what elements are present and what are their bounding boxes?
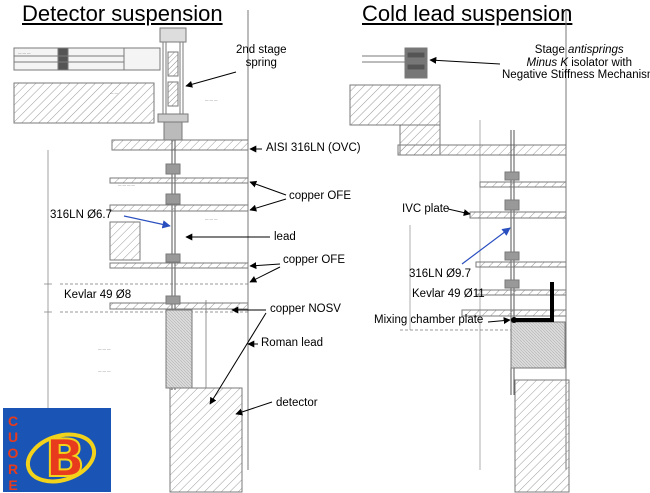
label-ivc-plate: IVC plate: [402, 203, 450, 215]
label-316ln-rod-left: 316LN Ø6.7: [50, 209, 113, 221]
logo-swoosh: [25, 432, 97, 484]
svg-text:— — —: — — —: [98, 347, 111, 351]
right-drawing: [349, 10, 570, 493]
label-2nd-stage-spring: 2nd stage spring: [236, 44, 287, 70]
label-antisprings-line3: Negative Stiffness Mechanism: [502, 69, 650, 81]
label-kevlar-right: Kevlar 49 Ø11: [412, 288, 485, 300]
label-antisprings: Stage antisprings Minus K isolator with …: [502, 44, 650, 82]
label-antisprings-line2: Minus K isolator with: [502, 57, 650, 70]
detector-suspension-title: Detector suspension: [22, 1, 223, 26]
svg-text:— — — —: — — — —: [118, 183, 135, 187]
label-316ln-rod-right: 316LN Ø9.7: [409, 268, 472, 280]
cold-lead-suspension-title: Cold lead suspension: [362, 1, 573, 26]
logo-mark: B: [45, 429, 85, 489]
label-aisi-316ln: AISI 316LN (OVC): [266, 142, 361, 154]
left-drawing: [13, 10, 249, 493]
svg-text:— — —: — — —: [18, 51, 31, 55]
label-copper-ofe-1: copper OFE: [289, 190, 351, 202]
label-kevlar-left: Kevlar 49 Ø8: [64, 289, 132, 301]
svg-text:— — —: — — —: [205, 98, 218, 102]
label-2nd-stage-line1: 2nd stage: [236, 44, 287, 56]
svg-text:— — —: — — —: [98, 369, 111, 373]
svg-text:— —: — —: [110, 91, 118, 95]
label-antisprings-em: antisprings: [568, 44, 624, 56]
label-copper-nosv: copper NOSV: [270, 303, 341, 315]
label-roman-lead: Roman lead: [261, 337, 324, 349]
cuore-logo: C U O R E B: [3, 408, 111, 492]
svg-text:— — —: — — —: [205, 217, 218, 221]
label-mixing-chamber-plate: Mixing chamber plate: [374, 314, 484, 326]
label-2nd-stage-line2: spring: [245, 57, 277, 69]
label-copper-ofe-2: copper OFE: [283, 254, 345, 266]
label-isolator-with: isolator with: [568, 56, 632, 69]
logo-letter-c: C: [8, 413, 18, 429]
label-detector: detector: [276, 397, 318, 409]
label-minus-k: Minus K: [526, 56, 569, 69]
label-lead: lead: [274, 231, 296, 243]
logo-letter-u: U: [8, 429, 18, 445]
label-antisprings-line1: Stage antisprings: [502, 44, 650, 57]
label-antisprings-pre: Stage: [534, 44, 569, 56]
logo-letter-r: R: [8, 461, 18, 477]
logo-letter-o: O: [8, 445, 19, 461]
logo-letter-e: E: [8, 477, 17, 492]
